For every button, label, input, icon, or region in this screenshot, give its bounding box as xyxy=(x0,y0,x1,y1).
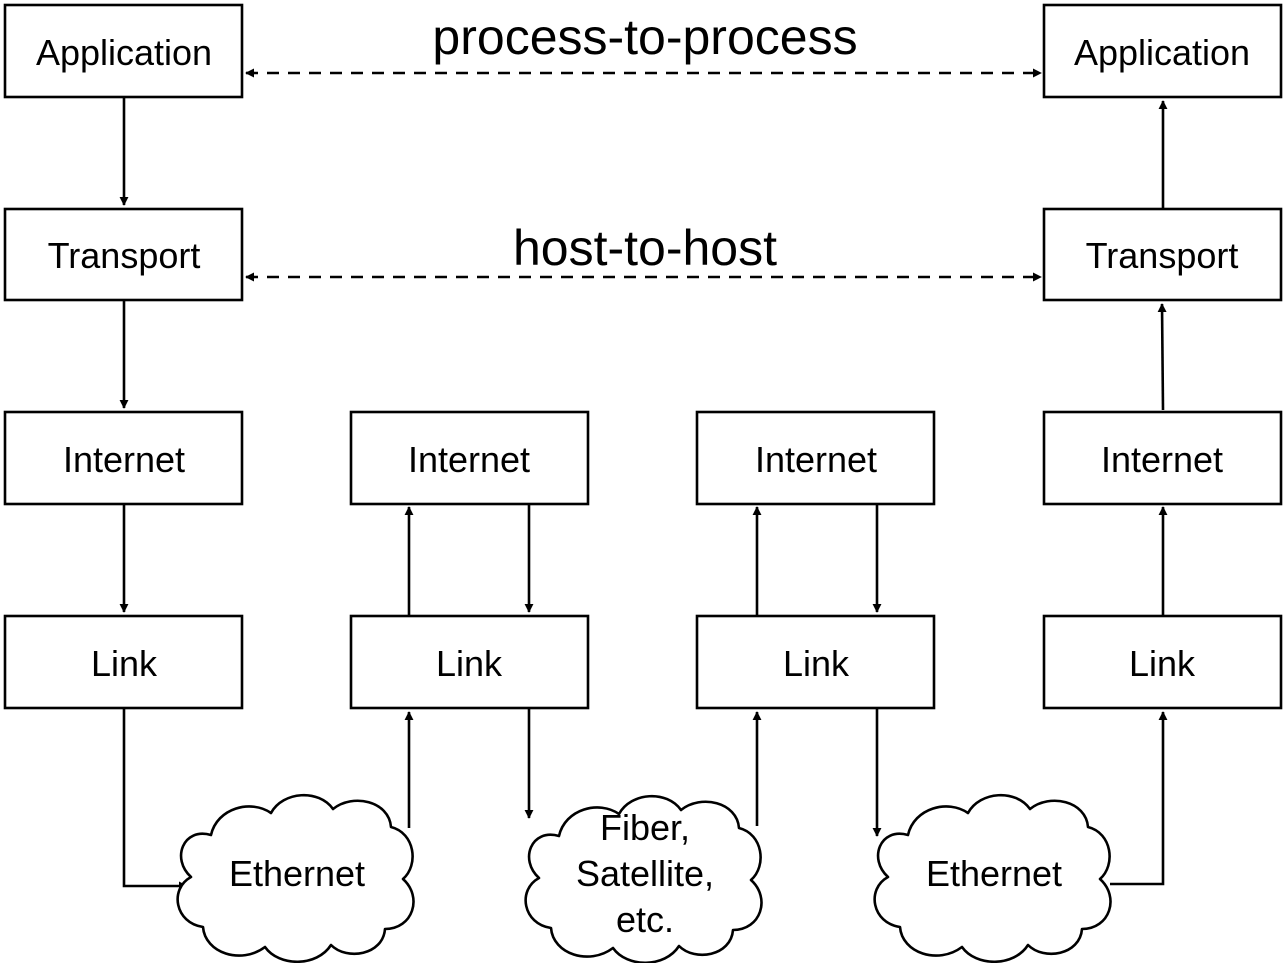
left-transport-box xyxy=(3,207,244,302)
host-to-host-label: host-to-host xyxy=(513,220,777,276)
left-application-label: Application xyxy=(36,32,212,73)
router2-internet-box xyxy=(695,410,936,506)
right-application-box xyxy=(1042,3,1283,99)
router2-internet-label: Internet xyxy=(755,439,877,480)
left-link-to-ethernet-arrow xyxy=(122,709,188,891)
router2-link-box xyxy=(695,614,936,710)
ethernet-cloud-right xyxy=(873,793,1112,963)
router1-internet-label: Internet xyxy=(408,439,530,480)
right-transport-label: Transport xyxy=(1086,235,1239,276)
router1-internet-box xyxy=(349,410,590,506)
right-application-label: Application xyxy=(1074,32,1250,73)
ethernet-cloud-left xyxy=(176,793,415,963)
right-internet-label: Internet xyxy=(1101,439,1223,480)
fiber-label-line2: Satellite, xyxy=(576,853,714,894)
fiber-label-line1: Fiber, xyxy=(600,807,690,848)
right-internet-box xyxy=(1042,410,1283,506)
right-link-box xyxy=(1042,614,1283,710)
left-link-label: Link xyxy=(91,643,158,684)
right-internet-to-transport-arrow xyxy=(1157,303,1167,411)
left-link-box xyxy=(3,614,244,710)
left-transport-label: Transport xyxy=(48,235,201,276)
router1-link-label: Link xyxy=(436,643,503,684)
left-internet-label: Internet xyxy=(63,439,185,480)
ethernet-left-label: Ethernet xyxy=(229,853,365,894)
fiber-satellite-cloud xyxy=(524,794,763,963)
process-to-process-label: process-to-process xyxy=(432,9,857,65)
right-link-label: Link xyxy=(1129,643,1196,684)
fiber-label-line3: etc. xyxy=(616,899,674,940)
router2-link-label: Link xyxy=(783,643,850,684)
ethernet-right-label: Ethernet xyxy=(926,853,1062,894)
ethernet-to-right-link-arrow xyxy=(1110,711,1168,886)
router1-link-box xyxy=(349,614,590,710)
right-transport-box xyxy=(1042,207,1283,302)
left-internet-box xyxy=(3,410,244,506)
left-application-box xyxy=(3,3,244,99)
